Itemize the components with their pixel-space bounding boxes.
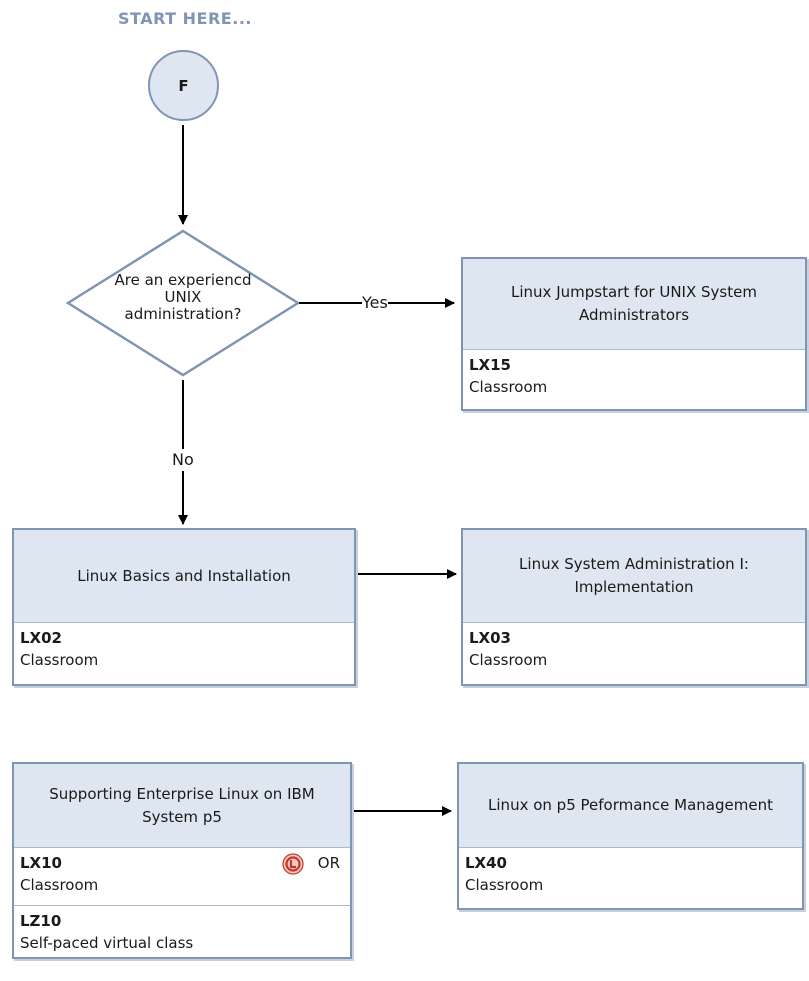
course-box-jumpstart[interactable]: Linux Jumpstart for UNIX System Administ… [461, 257, 807, 411]
course-box-sysadmin[interactable]: Linux System Administration I: Implement… [461, 528, 807, 686]
course-title-jumpstart: Linux Jumpstart for UNIX System Administ… [463, 259, 805, 350]
course-delivery: Classroom [20, 651, 99, 669]
start-node-letter: F [178, 76, 189, 95]
start-node: F [148, 50, 219, 121]
course-code: LX03 [469, 629, 511, 647]
course-delivery: Classroom [465, 876, 544, 894]
course-option-performance: LX40 Classroom [459, 848, 802, 896]
course-box-basics[interactable]: Linux Basics and Installation LX02 Class… [12, 528, 356, 686]
course-title-sysadmin: Linux System Administration I: Implement… [463, 530, 805, 623]
course-code: LX02 [20, 629, 62, 647]
course-title-performance: Linux on p5 Peformance Management [459, 764, 802, 848]
decision-question: Are an experiencd UNIX administration? [114, 271, 252, 323]
decision-diamond [65, 229, 301, 377]
course-option-sysadmin: LX03 Classroom [463, 623, 805, 671]
e-learning-icon [282, 853, 304, 875]
course-option-jumpstart: LX15 Classroom [463, 350, 805, 398]
course-title-basics: Linux Basics and Installation [14, 530, 354, 623]
no-label: No [172, 449, 194, 471]
course-box-performance[interactable]: Linux on p5 Peformance Management LX40 C… [457, 762, 804, 910]
course-code: LX40 [465, 854, 507, 872]
course-option-enterprise-2: LZ10 Self-paced virtual class [14, 905, 350, 954]
start-here-label: START HERE... [118, 9, 252, 28]
course-code: LX15 [469, 356, 511, 374]
course-option-basics: LX02 Classroom [14, 623, 354, 671]
course-box-enterprise[interactable]: Supporting Enterprise Linux on IBM Syste… [12, 762, 352, 959]
course-title-enterprise: Supporting Enterprise Linux on IBM Syste… [14, 764, 350, 848]
course-delivery: Self-paced virtual class [20, 934, 194, 952]
course-option-enterprise-1: LX10 Classroom OR [14, 848, 350, 905]
course-delivery: Classroom [469, 651, 548, 669]
course-delivery: Classroom [20, 876, 99, 894]
or-label: OR [317, 854, 340, 872]
course-code: LZ10 [20, 912, 62, 930]
yes-label: Yes [362, 293, 388, 312]
course-code: LX10 [20, 854, 62, 872]
course-delivery: Classroom [469, 378, 548, 396]
